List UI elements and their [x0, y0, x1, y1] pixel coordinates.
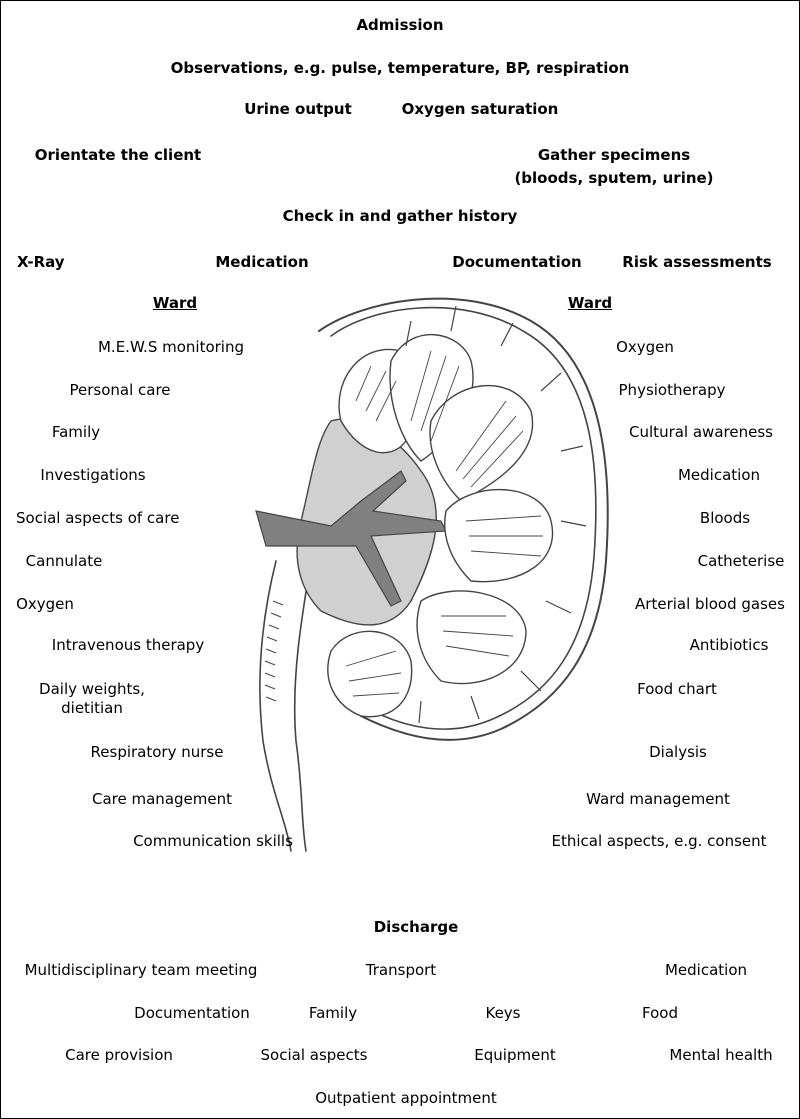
discharge-item: Medication — [665, 961, 747, 980]
ward-left-item: Communication skills — [133, 832, 293, 851]
ward-right-item: Medication — [678, 466, 760, 485]
ward-right-item: Arterial blood gases — [635, 595, 785, 614]
admission-title: Admission — [356, 16, 443, 35]
ward-right-heading: Ward — [568, 294, 612, 313]
admission-x-ray: X-Ray — [17, 253, 65, 272]
discharge-item: Food — [642, 1004, 678, 1023]
discharge-item: Family — [309, 1004, 357, 1023]
ward-left-item: Intravenous therapy — [52, 636, 204, 655]
ward-right-item: Physiotherapy — [619, 381, 726, 400]
ward-right-item: Catheterise — [698, 552, 785, 571]
admission-check-in: Check in and gather history — [283, 207, 518, 226]
admission-gather-specimens: Gather specimens — [538, 146, 690, 165]
ward-right-item: Bloods — [700, 509, 750, 528]
ward-right-item: Antibiotics — [690, 636, 769, 655]
ward-left-item: Family — [52, 423, 100, 442]
discharge-item: Social aspects — [261, 1046, 368, 1065]
ward-right-item: Oxygen — [616, 338, 674, 357]
ward-left-item: Investigations — [40, 466, 145, 485]
discharge-item: Documentation — [134, 1004, 250, 1023]
discharge-item: Multidisciplinary team meeting — [25, 961, 258, 980]
ward-left-item: Care management — [92, 790, 232, 809]
ward-left-item: Daily weights, — [39, 680, 145, 699]
ward-left-item: Respiratory nurse — [91, 743, 224, 762]
ward-left-item: dietitian — [61, 699, 123, 718]
ward-left-item: M.E.W.S monitoring — [98, 338, 244, 357]
ward-left-item: Oxygen — [16, 595, 74, 614]
admission-documentation: Documentation — [452, 253, 581, 272]
discharge-item: Outpatient appointment — [315, 1089, 497, 1108]
ward-left-item: Social aspects of care — [16, 509, 179, 528]
ward-left-item: Personal care — [69, 381, 170, 400]
admission-gather-specimens-detail: (bloods, sputem, urine) — [514, 169, 713, 188]
admission-urine-output: Urine output — [244, 100, 352, 119]
admission-orientate: Orientate the client — [35, 146, 201, 165]
admission-risk-assessments: Risk assessments — [622, 253, 771, 272]
discharge-title: Discharge — [374, 918, 459, 937]
admission-medication: Medication — [215, 253, 308, 272]
discharge-item: Care provision — [65, 1046, 173, 1065]
ward-right-item: Food chart — [637, 680, 717, 699]
discharge-item: Mental health — [669, 1046, 772, 1065]
ward-right-item: Cultural awareness — [629, 423, 773, 442]
admission-observations: Observations, e.g. pulse, temperature, B… — [171, 59, 630, 78]
discharge-item: Equipment — [474, 1046, 555, 1065]
ward-right-item: Ward management — [586, 790, 730, 809]
admission-oxygen-saturation: Oxygen saturation — [402, 100, 559, 119]
discharge-item: Transport — [366, 961, 436, 980]
ward-right-item: Dialysis — [649, 743, 707, 762]
ward-left-item: Cannulate — [26, 552, 103, 571]
ward-right-item: Ethical aspects, e.g. consent — [551, 832, 766, 851]
discharge-item: Keys — [485, 1004, 520, 1023]
ward-left-heading: Ward — [153, 294, 197, 313]
